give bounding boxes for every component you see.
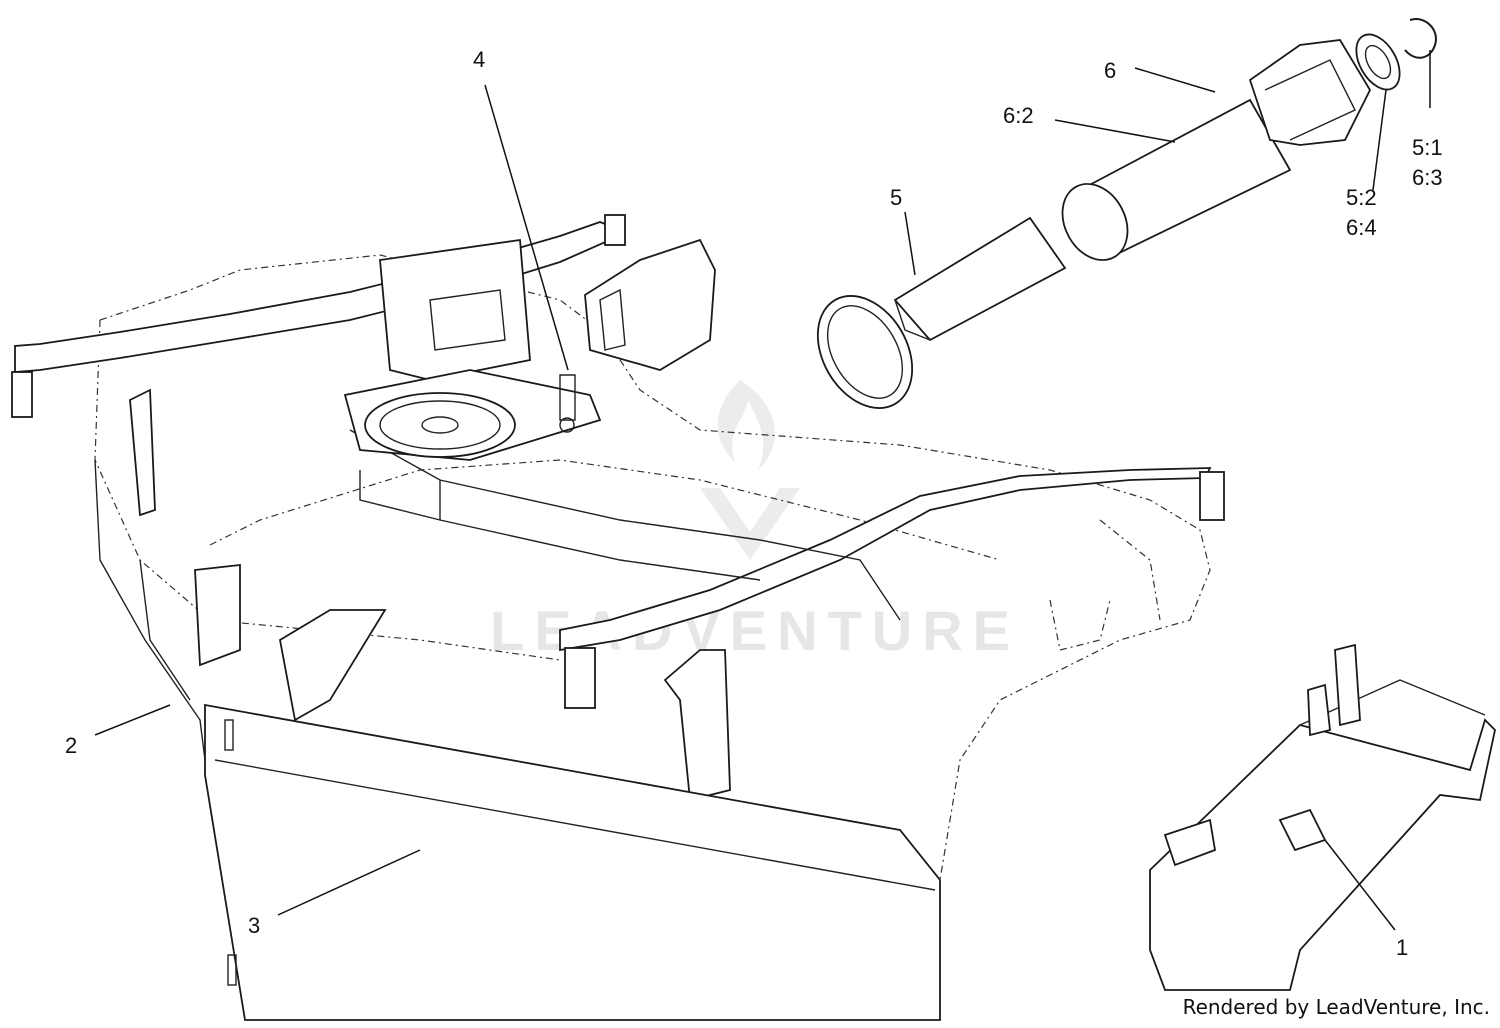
part-3-baffle-strip <box>204 703 941 1021</box>
callout-5-2: 5:2 <box>1346 185 1377 210</box>
center-plate <box>349 429 901 621</box>
render-credit: Rendered by LeadVenture, Inc. <box>1182 995 1490 1019</box>
right-side-bracket <box>663 649 731 802</box>
left-side-bracket <box>129 388 387 722</box>
gearbox-assembly <box>343 238 602 461</box>
callout-6-3: 6:3 <box>1412 165 1443 190</box>
callout-4: 4 <box>473 47 485 72</box>
callout-1: 1 <box>1396 935 1408 960</box>
leader-lines <box>94 50 1431 931</box>
part-1-discharge-chute <box>1149 643 1496 991</box>
part-6-tube-assembly <box>1061 39 1372 261</box>
callout-6: 6 <box>1104 58 1116 83</box>
watermark-logo <box>700 380 800 560</box>
part-5-1-snap-ring <box>1404 18 1437 59</box>
callout-2: 2 <box>65 733 77 758</box>
callout-5-1: 5:1 <box>1412 135 1443 160</box>
part-5-tube <box>816 216 1067 409</box>
part-2-side-skid <box>94 459 206 761</box>
callout-3: 3 <box>248 913 260 938</box>
callout-6-4: 6:4 <box>1346 215 1377 240</box>
front-frame-bar <box>11 214 626 418</box>
rear-cover <box>584 238 716 371</box>
part-5-2-nut <box>1355 33 1401 91</box>
callout-6-2: 6:2 <box>1003 103 1034 128</box>
mower-deck <box>94 254 1211 881</box>
callout-5: 5 <box>890 185 902 210</box>
rear-frame-bar <box>559 467 1225 709</box>
